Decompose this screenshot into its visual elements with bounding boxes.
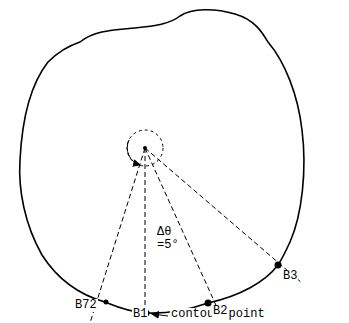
point-label: B1 <box>132 308 148 321</box>
angle-circle <box>127 130 163 166</box>
center-point <box>143 146 147 150</box>
rotation-arrow <box>127 140 140 165</box>
radial-lines <box>90 148 302 323</box>
organ-contour <box>20 10 304 313</box>
leader-arrow <box>152 314 168 316</box>
contour-point <box>205 300 212 307</box>
point-label: B3 <box>282 270 298 283</box>
contour-point <box>275 262 282 269</box>
contour-point <box>104 300 109 305</box>
point-label: B2 <box>212 305 228 318</box>
angle-label: Δθ =5° <box>156 226 188 252</box>
point-label: B72 <box>74 299 98 312</box>
